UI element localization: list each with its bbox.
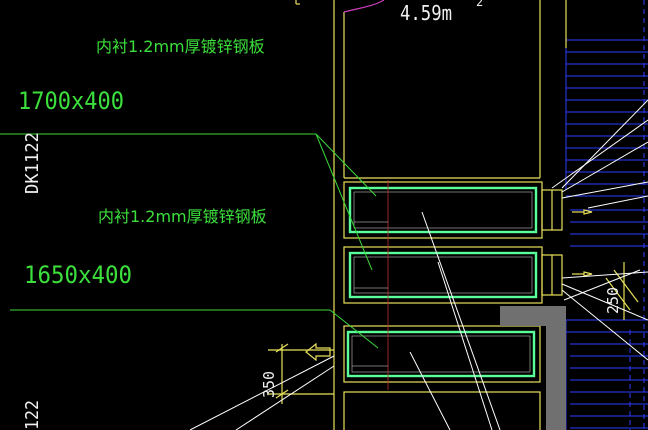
duct-inner-hairline <box>351 191 533 373</box>
tag-dk: DK1122 <box>22 132 43 194</box>
dim-350: 350 <box>260 371 278 398</box>
leader-lines-white <box>189 99 648 430</box>
duct-section-lines <box>352 221 388 367</box>
duct-size-mid: 1650x400 <box>24 261 132 289</box>
leader-lines-green <box>0 133 379 349</box>
lining-note-top: 内衬1.2mm厚镀锌钢板 <box>96 37 265 56</box>
tag-bottom: 122 <box>22 400 43 430</box>
lining-note-mid: 内衬1.2mm厚镀锌钢板 <box>98 207 267 226</box>
duct-inner-lining <box>346 186 538 378</box>
magenta-curve <box>343 0 385 13</box>
grey-wall <box>500 306 566 430</box>
dim-250: 250 <box>604 287 622 314</box>
blue-hatch-area <box>565 0 648 430</box>
elevation-label: 4.59m <box>400 1 452 25</box>
duct-size-top: 1700x400 <box>18 87 124 115</box>
corner-mark: 2 <box>476 0 483 9</box>
